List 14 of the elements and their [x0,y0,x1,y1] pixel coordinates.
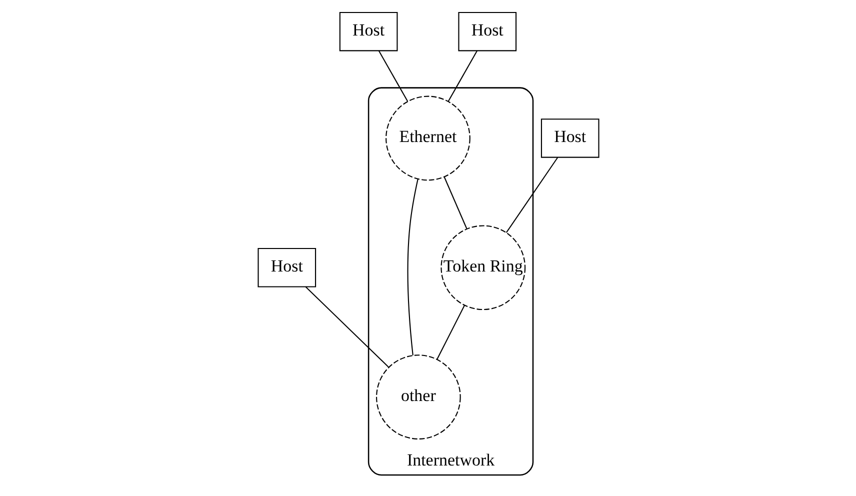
node-box: Host [257,248,316,288]
connector [443,176,467,229]
connector [304,286,388,368]
node-box: Host [458,12,516,52]
connector [436,305,464,360]
connector [406,178,418,356]
node-circle: other [376,354,460,440]
node-box: Host [338,12,398,52]
connector [505,157,558,233]
connector [378,50,408,102]
node-circle: Token Ring [440,225,526,310]
connector [447,50,477,102]
node-box: Host [540,118,599,158]
node-circle: Ethernet [385,96,470,181]
